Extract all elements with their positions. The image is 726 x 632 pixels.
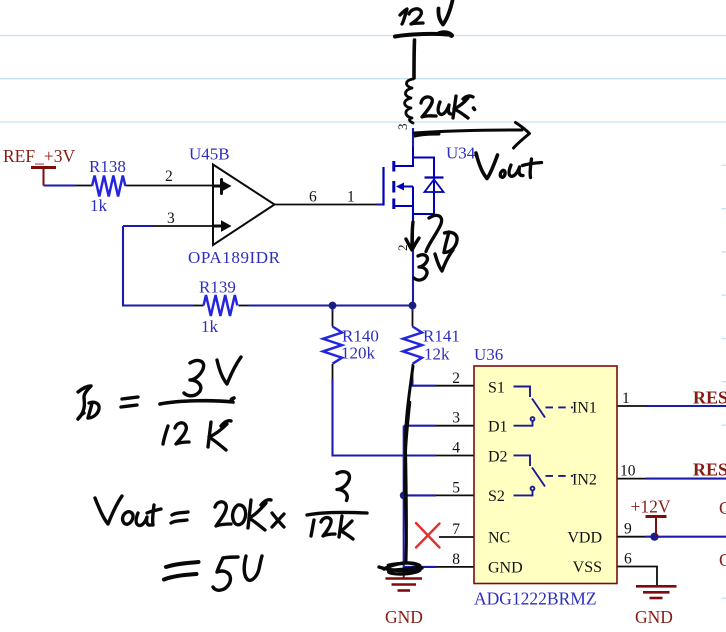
- svg-text:GND: GND: [385, 607, 423, 627]
- svg-text:3: 3: [167, 210, 175, 227]
- svg-text:VSS: VSS: [573, 559, 602, 576]
- svg-text:R140: R140: [342, 327, 379, 346]
- svg-text:U45B: U45B: [189, 145, 230, 164]
- svg-text:1k: 1k: [201, 317, 219, 336]
- svg-text:2: 2: [395, 245, 410, 252]
- svg-text:D1: D1: [488, 419, 508, 436]
- svg-text:S2: S2: [488, 488, 505, 505]
- svg-text:GND: GND: [488, 560, 523, 577]
- svg-text:C: C: [719, 498, 726, 518]
- svg-text:GND: GND: [635, 607, 673, 627]
- svg-text:IN2: IN2: [572, 472, 597, 489]
- svg-text:REF_+3V: REF_+3V: [3, 146, 75, 166]
- svg-text:6: 6: [624, 551, 632, 568]
- svg-text:2: 2: [165, 168, 173, 185]
- svg-text:NC: NC: [488, 530, 510, 547]
- svg-text:3: 3: [395, 124, 410, 131]
- svg-text:8: 8: [452, 551, 460, 568]
- svg-text:OPA189IDR: OPA189IDR: [188, 248, 281, 267]
- svg-text:9: 9: [624, 521, 632, 538]
- svg-text:1: 1: [622, 390, 630, 407]
- svg-text:120k: 120k: [341, 344, 376, 363]
- svg-text:+12V: +12V: [631, 497, 671, 517]
- svg-text:1k: 1k: [90, 196, 108, 215]
- svg-text:1: 1: [347, 189, 355, 206]
- svg-text:VDD: VDD: [567, 530, 602, 547]
- svg-text:10: 10: [620, 463, 636, 480]
- svg-text:S1: S1: [488, 380, 505, 397]
- svg-text:7: 7: [452, 521, 460, 538]
- svg-text:12k: 12k: [424, 345, 450, 364]
- svg-text:RES: RES: [693, 460, 726, 480]
- svg-text:RES: RES: [693, 388, 726, 408]
- svg-text:IN1: IN1: [572, 400, 597, 417]
- svg-text:5: 5: [452, 480, 460, 497]
- svg-text:4: 4: [452, 440, 460, 457]
- svg-text:R141: R141: [423, 327, 460, 346]
- svg-text:R139: R139: [199, 278, 236, 297]
- svg-text:2: 2: [452, 370, 460, 387]
- svg-text:R138: R138: [89, 157, 126, 176]
- svg-text:U36: U36: [474, 345, 503, 364]
- svg-text:D2: D2: [488, 449, 508, 466]
- svg-text:C: C: [719, 550, 726, 570]
- svg-text:ADG1222BRMZ: ADG1222BRMZ: [474, 589, 597, 609]
- svg-text:U34: U34: [446, 144, 476, 163]
- svg-text:6: 6: [309, 189, 317, 206]
- svg-text:3: 3: [452, 410, 460, 427]
